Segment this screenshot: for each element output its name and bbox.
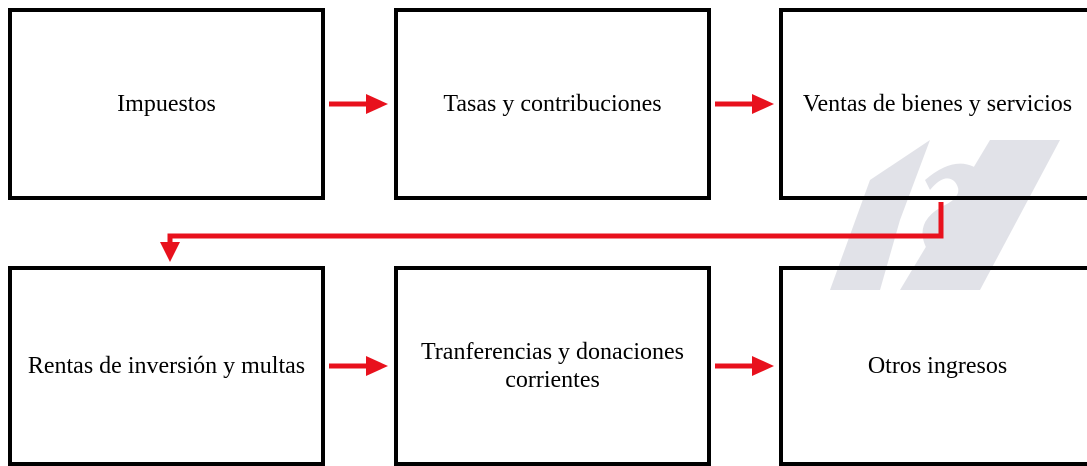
connector-ventas-to-rentas-line [167, 202, 944, 244]
flow-connectors [160, 94, 944, 376]
arrowhead-right-1 [366, 94, 388, 114]
box-otros-ingresos-label: Otros ingresos [867, 353, 1008, 379]
box-ventas-bienes-servicios-label: Ventas de bienes y servicios [802, 91, 1073, 117]
box-tasas-contribuciones-label: Tasas y contribuciones [443, 91, 662, 117]
arrowhead-right-3 [366, 356, 388, 376]
box-ventas-bienes-servicios: Ventas de bienes y servicios [779, 8, 1087, 200]
box-impuestos: Impuestos [8, 8, 325, 200]
watermark-logo [830, 140, 1060, 290]
box-transferencias-donaciones-label: Tranferencias y donaciones corrientes [420, 339, 685, 393]
box-impuestos-label: Impuestos [117, 91, 216, 117]
arrowhead-right-2 [752, 94, 774, 114]
arrowhead-down [160, 242, 180, 262]
box-tasas-contribuciones: Tasas y contribuciones [394, 8, 711, 200]
arrowhead-right-4 [752, 356, 774, 376]
box-rentas-inversion-multas-label: Rentas de inversión y multas [27, 353, 306, 379]
